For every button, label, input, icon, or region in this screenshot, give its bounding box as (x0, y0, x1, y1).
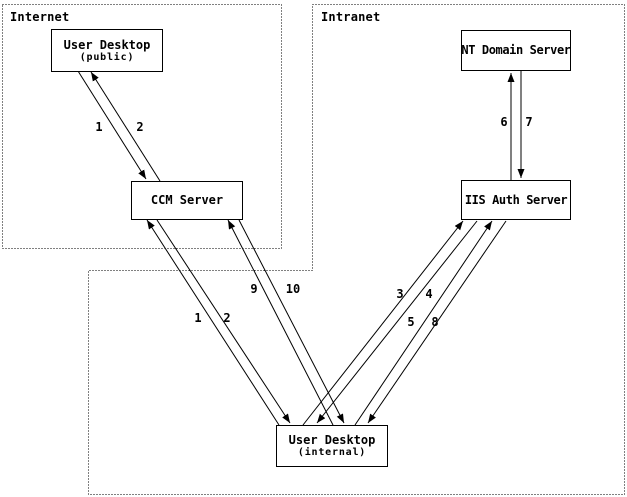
node-user-desktop-public-subtitle: (public) (79, 51, 135, 63)
arrow-4-iis-to-internal (316, 220, 478, 424)
edge-label-1-public-ccm: 1 (95, 120, 103, 134)
edge-label-3-internal-iis: 3 (396, 287, 404, 301)
internet-zone-label: Internet (10, 10, 70, 24)
node-user-desktop-public: User Desktop (public) (51, 29, 163, 72)
node-iis-auth-server: IIS Auth Server (461, 180, 571, 220)
arrow-3-internal-to-iis (302, 220, 464, 426)
arrow-2-ccm-to-public (90, 71, 161, 182)
intranet-zone-border (88, 4, 625, 495)
node-user-desktop-internal-subtitle: (internal) (297, 447, 367, 458)
arrow-2-ccm-to-internal (156, 219, 291, 424)
node-ccm-server: CCM Server (131, 181, 243, 220)
arrow-1-public-to-ccm (77, 70, 147, 180)
internet-zone-border (2, 4, 282, 249)
arrow-5-internal-to-iis (354, 220, 493, 426)
edge-label-6-iis-nt: 6 (500, 115, 508, 129)
intranet-zone-label: Intranet (321, 10, 381, 24)
edge-label-4-iis-internal: 4 (425, 287, 433, 301)
arrow-10-ccm-to-internal (238, 219, 345, 424)
edge-label-8-iis-internal: 8 (431, 315, 439, 329)
arrow-8-iis-to-internal (367, 220, 507, 424)
node-user-desktop-internal-title: User Desktop (288, 433, 376, 447)
edge-label-5-internal-iis: 5 (407, 315, 415, 329)
node-iis-auth-server-title: IIS Auth Server (464, 192, 568, 207)
edge-label-10-ccm-internal: 10 (285, 282, 301, 296)
node-user-desktop-internal: User Desktop (internal) (276, 425, 388, 467)
edge-label-2-ccm-internal: 2 (223, 311, 231, 325)
arrow-1-internal-to-ccm (146, 219, 280, 426)
node-ccm-server-title: CCM Server (150, 193, 224, 207)
node-nt-domain-server-title: NT Domain Server (461, 43, 571, 57)
edge-label-1-internal-ccm: 1 (194, 311, 202, 325)
edge-label-9-internal-ccm: 9 (250, 282, 258, 296)
arrow-9-internal-to-ccm (227, 219, 334, 426)
node-nt-domain-server: NT Domain Server (461, 30, 571, 71)
edge-label-7-nt-iis: 7 (525, 115, 533, 129)
edge-label-2-ccm-public: 2 (136, 120, 144, 134)
node-user-desktop-public-title: User Desktop (63, 37, 151, 52)
